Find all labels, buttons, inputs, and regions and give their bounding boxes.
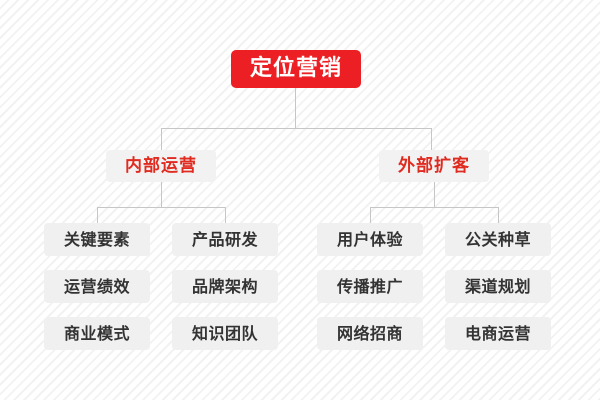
connector-branch-left-stem: [161, 182, 162, 207]
connector-root-bar: [161, 128, 431, 129]
branch-node-internal-operations[interactable]: 内部运营: [106, 150, 216, 182]
leaf-node-label: 公关种草: [464, 229, 531, 249]
connector-branch-left-bar: [97, 207, 225, 208]
connector-branch-right-to-col2: [498, 207, 499, 223]
leaf-node-channel-planning[interactable]: 渠道规划: [445, 270, 551, 303]
leaf-node-label: 知识团队: [191, 323, 258, 343]
connector-branch-right-stem: [434, 182, 435, 207]
connector-branch-left-to-col1: [97, 207, 98, 223]
leaf-node-label: 关键要素: [63, 229, 130, 249]
branch-node-external-acquisition[interactable]: 外部扩客: [379, 150, 489, 182]
leaf-node-user-experience[interactable]: 用户体验: [317, 223, 423, 256]
leaf-node-knowledge-team[interactable]: 知识团队: [172, 317, 278, 350]
leaf-node-brand-architecture[interactable]: 品牌架构: [172, 270, 278, 303]
leaf-node-label: 产品研发: [191, 229, 258, 249]
leaf-node-label: 网络招商: [336, 323, 403, 343]
leaf-node-label: 商业模式: [63, 323, 130, 343]
connector-root-to-branch-right: [431, 128, 432, 150]
root-node-label: 定位营销: [249, 56, 342, 81]
leaf-node-ecommerce-operations[interactable]: 电商运营: [445, 317, 551, 350]
root-node-positioning-marketing[interactable]: 定位营销: [231, 50, 361, 88]
leaf-node-business-model[interactable]: 商业模式: [44, 317, 150, 350]
leaf-node-online-investment[interactable]: 网络招商: [317, 317, 423, 350]
leaf-node-communication-promotion[interactable]: 传播推广: [317, 270, 423, 303]
leaf-node-label: 传播推广: [336, 276, 403, 296]
connector-branch-right-to-col1: [370, 207, 371, 223]
connector-branch-left-to-col2: [225, 207, 226, 223]
leaf-node-label: 电商运营: [464, 323, 531, 343]
leaf-node-label: 品牌架构: [191, 276, 258, 296]
branch-node-label: 内部运营: [125, 155, 197, 176]
connector-branch-right-bar: [370, 207, 498, 208]
leaf-node-label: 运营绩效: [63, 276, 130, 296]
leaf-node-label: 用户体验: [336, 229, 403, 249]
leaf-node-operating-performance[interactable]: 运营绩效: [44, 270, 150, 303]
connector-root-to-branch-left: [161, 128, 162, 150]
leaf-node-key-elements[interactable]: 关键要素: [44, 223, 150, 256]
leaf-node-public-relations-seeding[interactable]: 公关种草: [445, 223, 551, 256]
branch-node-label: 外部扩客: [398, 155, 470, 176]
connector-root-stem: [295, 88, 296, 128]
leaf-node-label: 渠道规划: [464, 276, 531, 296]
leaf-node-product-rnd[interactable]: 产品研发: [172, 223, 278, 256]
